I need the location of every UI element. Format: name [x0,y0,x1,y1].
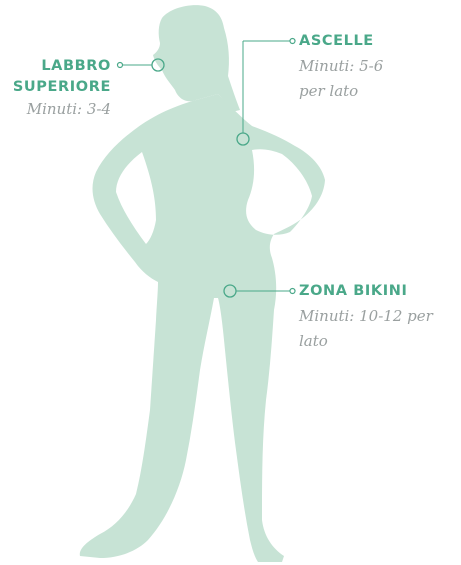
upper-lip-time: Minuti: 3-4 [27,99,111,119]
upper-lip-dot-small [118,63,123,68]
upper-lip-label: LABBRO [41,57,111,76]
bikini-dot-small [290,289,295,294]
upper-lip-label-line2: SUPERIORE [13,78,111,97]
woman-silhouette [80,5,325,562]
armpits-dot-small [290,39,295,44]
armpits-time-line2: per lato [299,81,358,101]
bikini-time-line2: lato [299,331,328,351]
head-shape [153,5,240,112]
armpits-label: ASCELLE [299,32,374,51]
bikini-time: Minuti: 10-12 per [299,306,433,326]
body-shape [80,94,325,562]
bikini-label: ZONA BIKINI [299,282,407,301]
armpits-time: Minuti: 5-6 [299,56,383,76]
